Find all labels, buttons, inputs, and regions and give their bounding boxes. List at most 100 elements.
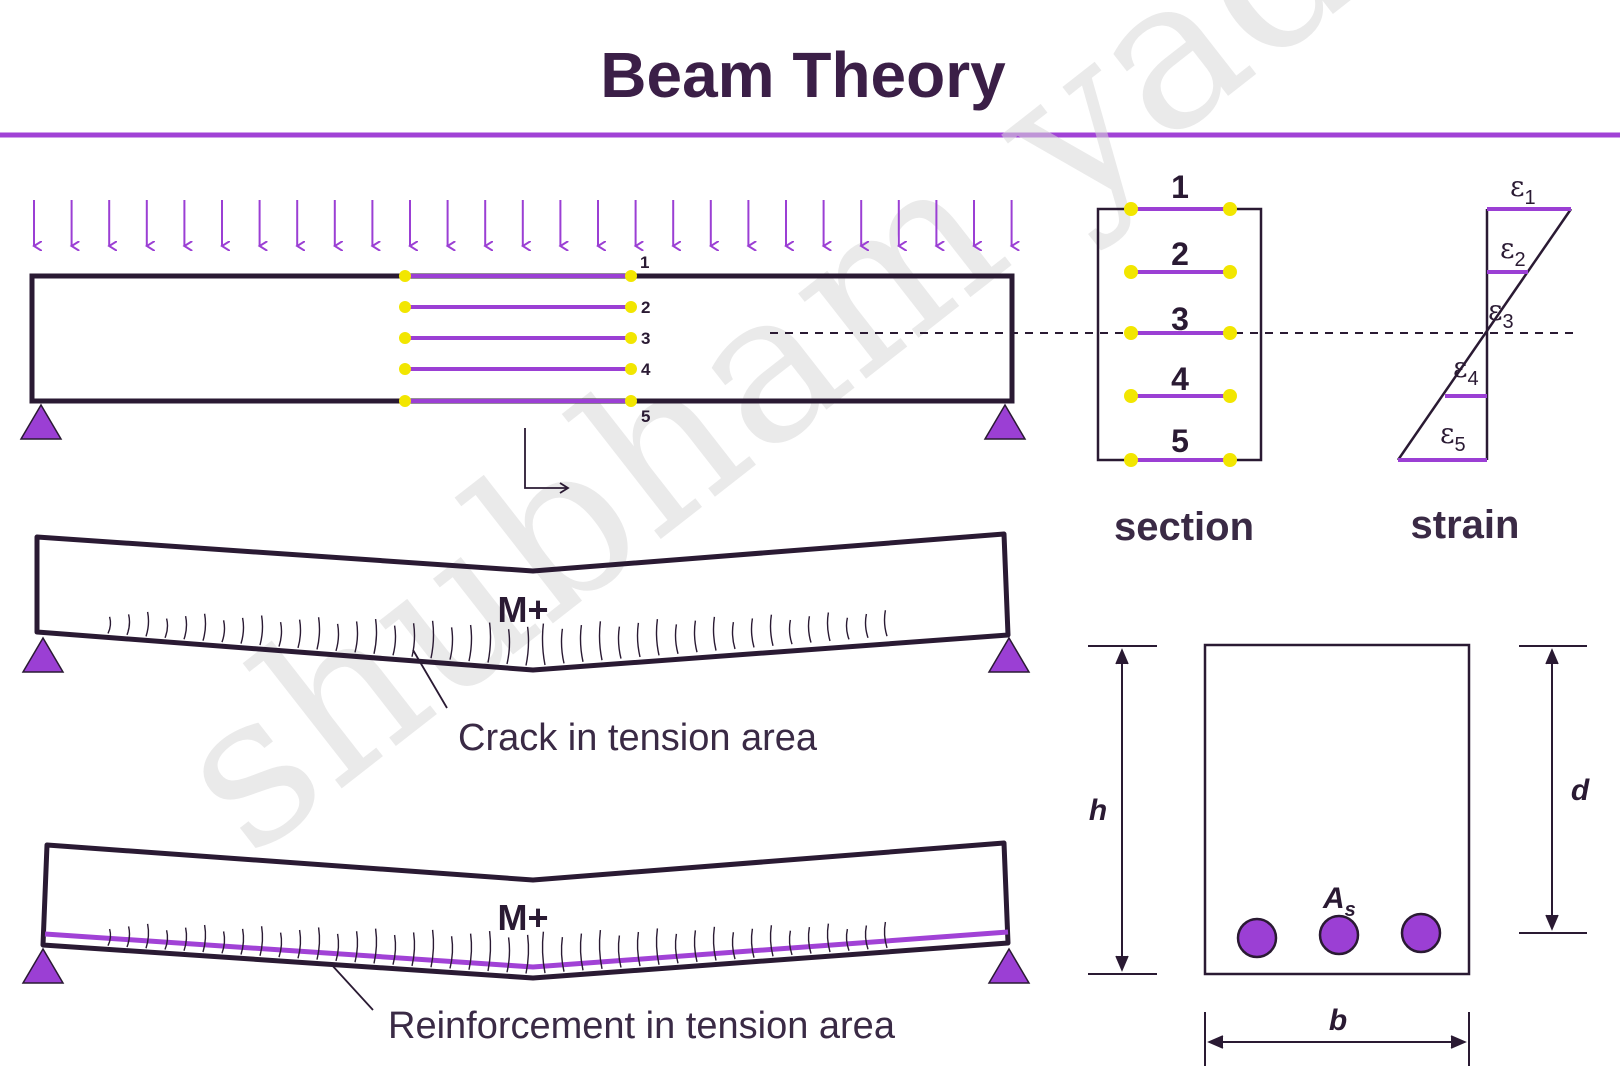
beam-layer-lines: [399, 270, 637, 407]
crack-stroke: [560, 937, 565, 972]
rebar-circles: [1236, 912, 1442, 959]
crack-stroke: [126, 614, 131, 636]
cracked-beam-outline: [34, 531, 1011, 673]
crack-stroke: [335, 933, 340, 962]
crack-stroke: [731, 932, 736, 960]
crack-stroke: [164, 618, 169, 639]
effective-depth-dimension: [1519, 645, 1587, 934]
width-label: b: [1329, 1004, 1347, 1037]
layer-label-4: 4: [641, 360, 651, 379]
section-label-2: 2: [1171, 236, 1189, 272]
layer-label-5: 5: [641, 407, 650, 426]
layer-node: [1124, 389, 1138, 403]
crack-stroke: [712, 926, 717, 961]
crack-stroke: [655, 619, 660, 656]
crack-stroke: [240, 617, 245, 644]
crack-stroke: [826, 612, 831, 642]
support-left-icon: [21, 636, 65, 673]
layer-node: [625, 301, 637, 313]
crack-stroke: [107, 616, 112, 634]
reinforcement-leader-line: [329, 962, 374, 1011]
crack-stroke: [845, 928, 850, 951]
strain-profile-line: [1396, 208, 1573, 461]
crack-stroke: [240, 928, 245, 955]
height-label: h: [1089, 794, 1107, 827]
crack-stroke: [750, 618, 755, 648]
crack-stroke: [183, 615, 188, 640]
section-layer-lines: [1124, 202, 1237, 467]
section-label-5: 5: [1171, 423, 1189, 459]
crack-stroke: [183, 927, 188, 952]
crack-stroke: [788, 930, 793, 956]
crack-stroke: [278, 621, 283, 647]
rebar-circle: [1318, 914, 1360, 956]
support-right-icon: [987, 636, 1031, 673]
crack-stroke: [411, 623, 416, 657]
crack-stroke: [506, 937, 511, 973]
steel-area-label: As: [1322, 882, 1356, 921]
crack-stroke: [525, 626, 530, 666]
crack-stroke: [712, 616, 717, 651]
crack-stroke: [674, 624, 679, 654]
layer-node: [625, 395, 637, 407]
support-left-icon: [19, 403, 63, 440]
moment-label: M+: [497, 589, 548, 630]
crack-stroke: [259, 926, 264, 957]
crack-stroke: [807, 616, 812, 643]
crack-stroke: [598, 621, 603, 661]
axes-marker: [524, 428, 567, 489]
section-label-1: 1: [1171, 169, 1189, 205]
crack-stroke: [617, 935, 622, 968]
crack-stroke: [750, 928, 755, 958]
crack-stroke: [259, 615, 264, 646]
layer-node: [399, 363, 411, 375]
crack-stroke: [354, 621, 359, 653]
distributed-load-arrows: [34, 200, 1012, 246]
crack-stroke: [411, 932, 416, 967]
crack-stroke: [883, 610, 888, 637]
crack-stroke: [107, 928, 112, 947]
crack-stroke: [864, 613, 869, 639]
section-layer-labels: 1 2 3 4 5: [1171, 169, 1189, 459]
crack-stroke: [297, 929, 302, 959]
section-label-3: 3: [1171, 301, 1189, 337]
reinforcement-caption: Reinforcement in tension area: [388, 1005, 896, 1047]
layer-node: [1223, 202, 1237, 216]
crack-stroke: [560, 628, 565, 664]
crack-stroke: [655, 928, 660, 965]
layer-node: [625, 363, 637, 375]
crack-stroke: [126, 926, 131, 948]
crack-stroke: [297, 619, 302, 649]
strain-label-4: ε4: [1453, 351, 1479, 390]
crack-stroke: [449, 936, 454, 969]
crack-stroke: [845, 617, 850, 640]
layer-node: [625, 270, 637, 282]
crack-stroke: [579, 933, 584, 971]
crack-caption: Crack in tension area: [458, 717, 818, 759]
strain-label-5: ε5: [1440, 417, 1466, 456]
crack-stroke: [598, 929, 603, 970]
layer-node: [399, 270, 411, 282]
crack-stroke: [807, 927, 812, 954]
crack-stroke: [693, 930, 698, 963]
crack-stroke: [373, 928, 378, 964]
support-right-icon: [983, 403, 1027, 440]
layer-node: [1223, 326, 1237, 340]
layer-label-3: 3: [641, 329, 650, 348]
strain-diagram: ε1 ε2 ε3 ε4 ε5: [1396, 170, 1573, 462]
crack-stroke: [636, 622, 641, 658]
crack-stroke: [617, 626, 622, 659]
layer-node: [1223, 389, 1237, 403]
crack-stroke: [449, 627, 454, 660]
rebar-circle: [1400, 912, 1442, 954]
layer-node: [1223, 453, 1237, 467]
crack-stroke: [487, 622, 492, 663]
layer-node: [399, 301, 411, 313]
layer-label-1: 1: [640, 253, 649, 272]
crack-stroke: [769, 925, 774, 957]
layer-node: [1223, 265, 1237, 279]
axes-arrow-icon: [559, 482, 570, 494]
crack-stroke: [316, 927, 321, 960]
crack-stroke: [202, 924, 207, 953]
